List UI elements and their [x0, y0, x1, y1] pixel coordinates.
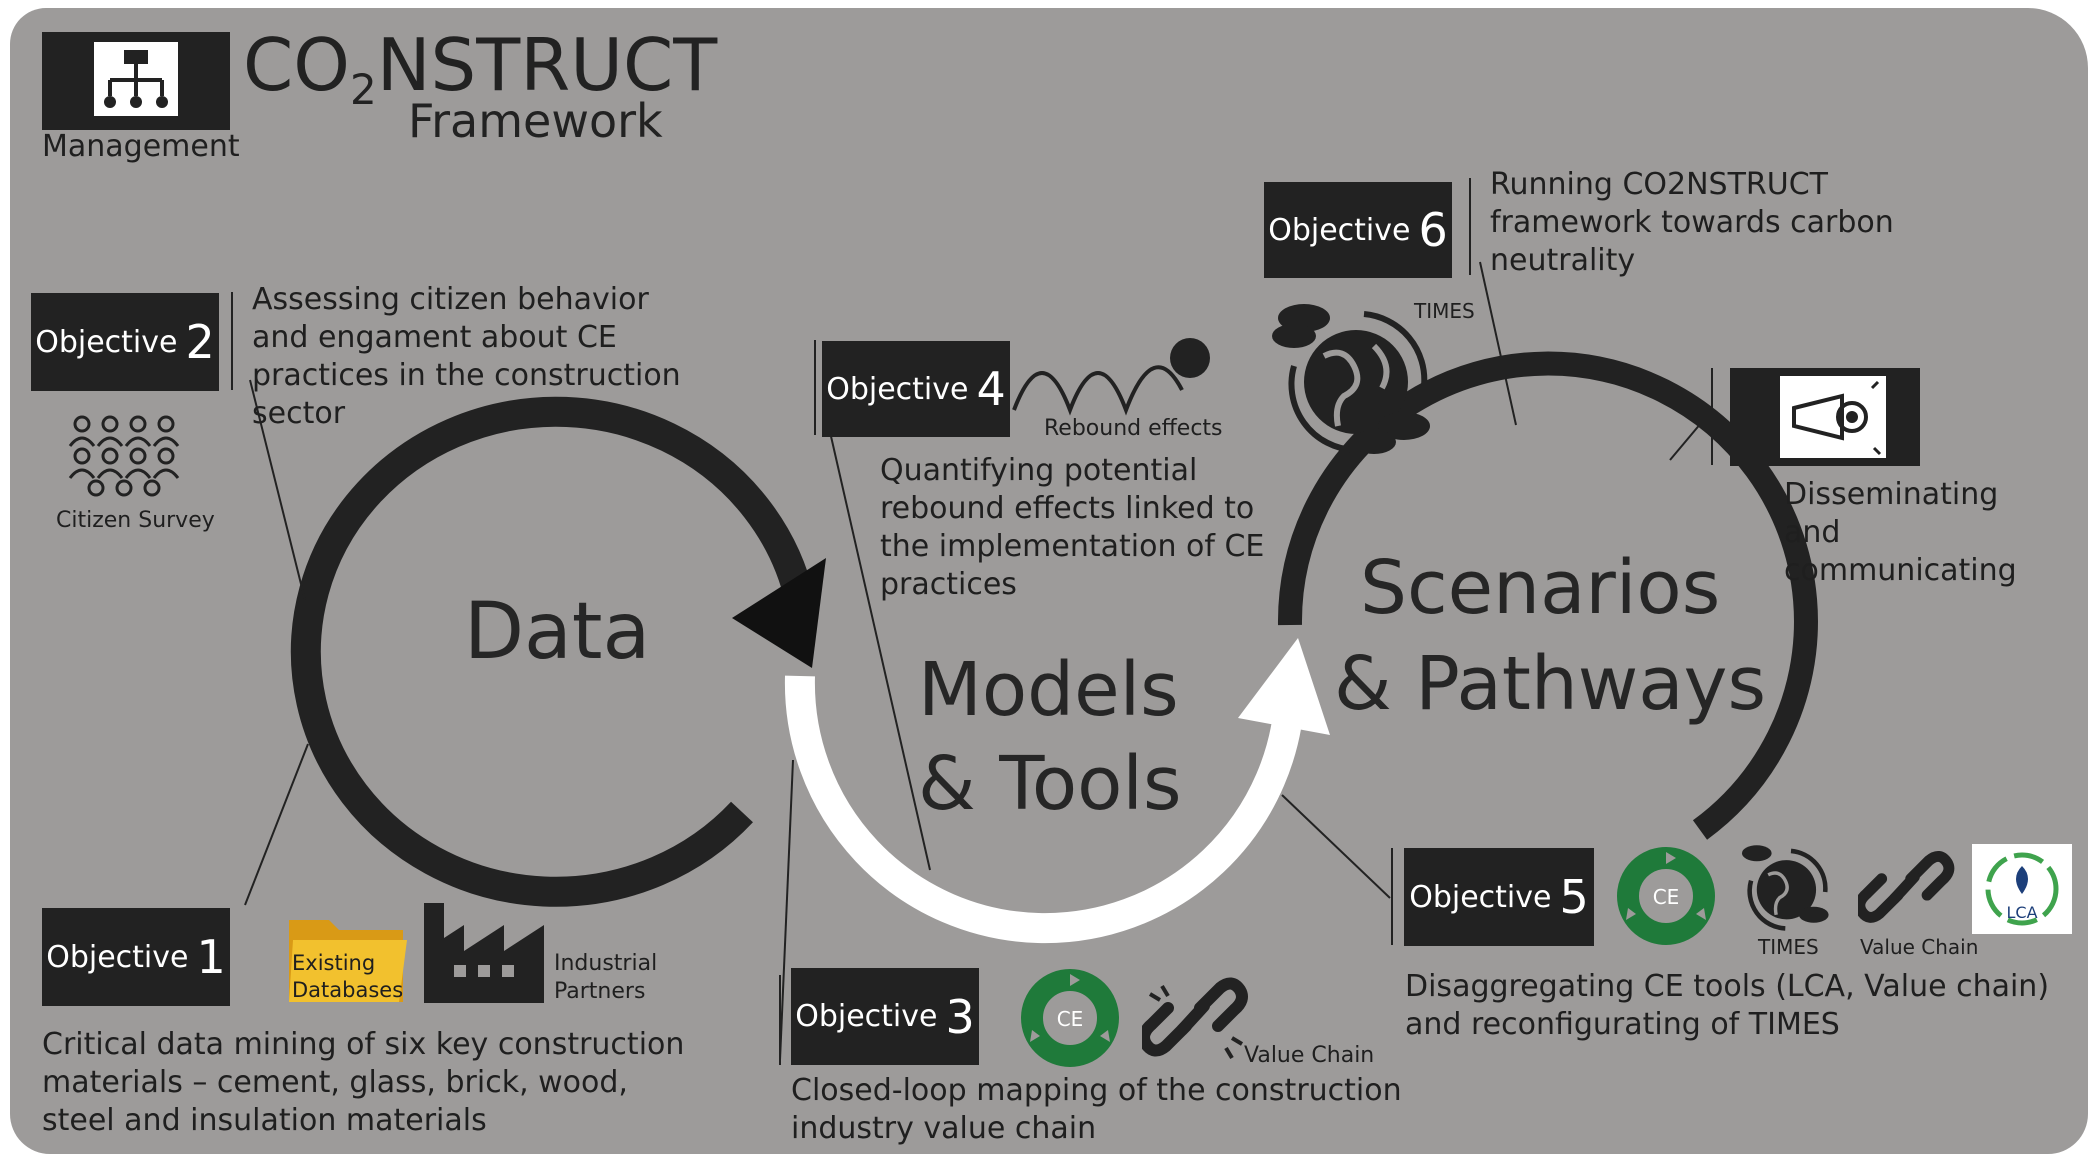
rebound-wave-icon [1010, 336, 1225, 416]
objective-4-text: Quantifying potential rebound effects li… [880, 453, 1265, 602]
title-rest: NSTRUCT [376, 23, 718, 107]
objective-6-text: Running CO2NSTRUCT framework towards car… [1490, 167, 1894, 278]
data-cycle-arrowhead [732, 558, 826, 668]
scenarios-label-line1: Scenarios [1360, 545, 1721, 631]
lca-icon: LCA [1972, 844, 2072, 934]
models-cycle-arrowhead [1238, 638, 1330, 735]
models-label-line1: Models [918, 647, 1179, 733]
chain-link-icon [1138, 968, 1252, 1064]
megaphone-icon [1730, 368, 1920, 466]
models-cycle-arc [784, 675, 1305, 944]
value-chain-label-obj3: Value Chain [1244, 1043, 1375, 1068]
dissemination-text: Disseminating and communicating [1784, 477, 2017, 588]
scenarios-label-line2: & Pathways [1334, 641, 1767, 727]
objective-4-label: Objective [826, 371, 969, 407]
objective-2-label: Objective [35, 324, 178, 360]
framework-title: CO2NSTRUCT [243, 25, 717, 130]
times-label-obj6: TIMES [1414, 299, 1475, 323]
objective-5-number: 5 [1559, 870, 1589, 924]
lca-icon-text: LCA [2006, 903, 2037, 922]
connector-lines [231, 178, 1713, 1065]
objective-2-text: Assessing citizen behavior and engament … [252, 282, 681, 431]
value-chain-label-obj5: Value Chain [1860, 935, 1979, 959]
framework-subtitle: Framework [408, 94, 663, 148]
title-o: O [293, 23, 350, 107]
folder-icon [285, 910, 410, 1006]
ce-cycle-icon-obj5: CE [1610, 844, 1722, 948]
existing-databases-label: Existing Databases [292, 951, 404, 1002]
models-label-line2: & Tools [918, 741, 1182, 827]
ce-icon-text: CE [1057, 1007, 1084, 1031]
scenarios-cycle-arc [1277, 351, 1818, 840]
rebound-effects-label: Rebound effects [1044, 416, 1223, 441]
objective-1-label: Objective [46, 939, 189, 975]
objective-3-number: 3 [945, 989, 975, 1044]
objective-1-number: 1 [196, 930, 226, 984]
objective-2-number: 2 [185, 315, 215, 369]
management-label: Management [42, 129, 240, 164]
industrial-partners-label: Industrial Partners [554, 951, 658, 1004]
data-label: Data [464, 587, 651, 677]
citizen-group-icon [66, 410, 186, 506]
ce-cycle-icon: CE [1014, 966, 1126, 1070]
objective-3-label: Objective [795, 999, 938, 1034]
title-prefix: C [243, 23, 294, 107]
objective-5-text: Disaggregating CE tools (LCA, Value chai… [1405, 969, 2050, 1042]
data-cycle-arc [290, 396, 815, 907]
objective-1-text: Critical data mining of six key construc… [42, 1027, 685, 1138]
chain-link-icon-obj5 [1854, 842, 1958, 930]
objective-5-label: Objective [1409, 879, 1552, 915]
globe-cycle-icon-obj5 [1734, 840, 1840, 936]
times-label-obj5: TIMES [1758, 935, 1819, 959]
objective-6-number: 6 [1418, 203, 1448, 257]
citizen-survey-label: Citizen Survey [56, 508, 215, 533]
factory-icon [420, 895, 548, 1007]
objective-6-label: Objective [1268, 212, 1411, 248]
objective-4-number: 4 [976, 362, 1006, 416]
organization-chart-icon [42, 32, 230, 130]
title-subscript: 2 [349, 65, 377, 114]
objective-3-text: Closed-loop mapping of the construction … [791, 1073, 1402, 1146]
globe-cycle-icon [1264, 296, 1450, 462]
ce-icon-text-obj5: CE [1653, 885, 1680, 909]
